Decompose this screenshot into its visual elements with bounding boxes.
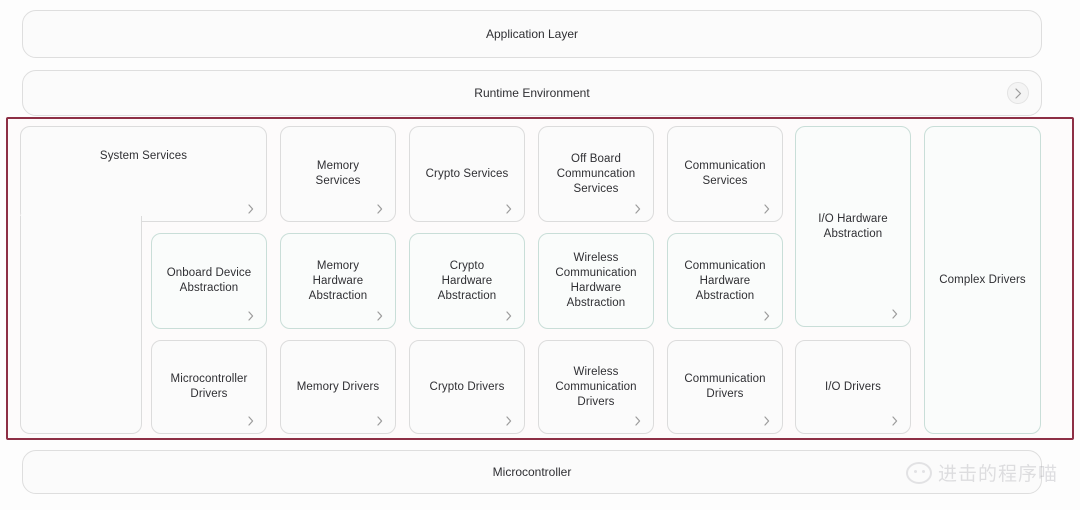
chevron-right-icon[interactable] xyxy=(886,412,903,429)
application-layer-label: Application Layer xyxy=(485,27,579,41)
runtime-environment-bar[interactable]: Runtime Environment xyxy=(22,70,1042,116)
chevron-right-icon[interactable] xyxy=(242,200,259,217)
microcontroller-label: Microcontroller xyxy=(492,465,572,479)
chevron-right-icon[interactable] xyxy=(629,412,646,429)
application-layer-bar[interactable]: Application Layer xyxy=(22,10,1042,58)
microcontroller-bar[interactable]: Microcontroller xyxy=(22,450,1042,494)
chevron-right-icon[interactable] xyxy=(371,200,388,217)
system-services-joint xyxy=(21,214,141,218)
box-crypto-drivers[interactable]: Crypto Drivers xyxy=(409,340,525,434)
chevron-right-icon[interactable] xyxy=(758,412,775,429)
system-services-label: System Services xyxy=(99,150,188,162)
memory-drivers-label: Memory Drivers xyxy=(296,380,380,393)
box-crypto-services[interactable]: Crypto Services xyxy=(409,126,525,222)
chevron-right-icon[interactable] xyxy=(242,307,259,324)
chevron-right-icon[interactable] xyxy=(371,307,388,324)
chevron-right-icon[interactable] xyxy=(500,307,517,324)
chevron-right-icon[interactable] xyxy=(629,200,646,217)
box-system-services[interactable]: System Services xyxy=(20,126,267,222)
chevron-right-icon[interactable] xyxy=(1007,82,1029,104)
runtime-environment-label: Runtime Environment xyxy=(474,86,590,100)
box-complex-drivers[interactable]: Complex Drivers xyxy=(924,126,1041,434)
box-io-drivers[interactable]: I/O Drivers xyxy=(795,340,911,434)
box-memory-drivers[interactable]: Memory Drivers xyxy=(280,340,396,434)
chevron-right-icon[interactable] xyxy=(758,200,775,217)
chevron-right-icon[interactable] xyxy=(500,200,517,217)
chevron-right-icon[interactable] xyxy=(242,412,259,429)
chevron-right-icon[interactable] xyxy=(500,412,517,429)
crypto-drivers-label: Crypto Drivers xyxy=(429,380,505,393)
crypto-services-label: Crypto Services xyxy=(425,167,509,180)
io-drivers-label: I/O Drivers xyxy=(824,380,882,393)
chevron-right-icon[interactable] xyxy=(886,305,903,322)
complex-drivers-label: Complex Drivers xyxy=(939,273,1026,286)
chevron-right-icon[interactable] xyxy=(371,412,388,429)
chevron-right-icon[interactable] xyxy=(758,307,775,324)
box-system-services-extension[interactable] xyxy=(20,216,142,434)
